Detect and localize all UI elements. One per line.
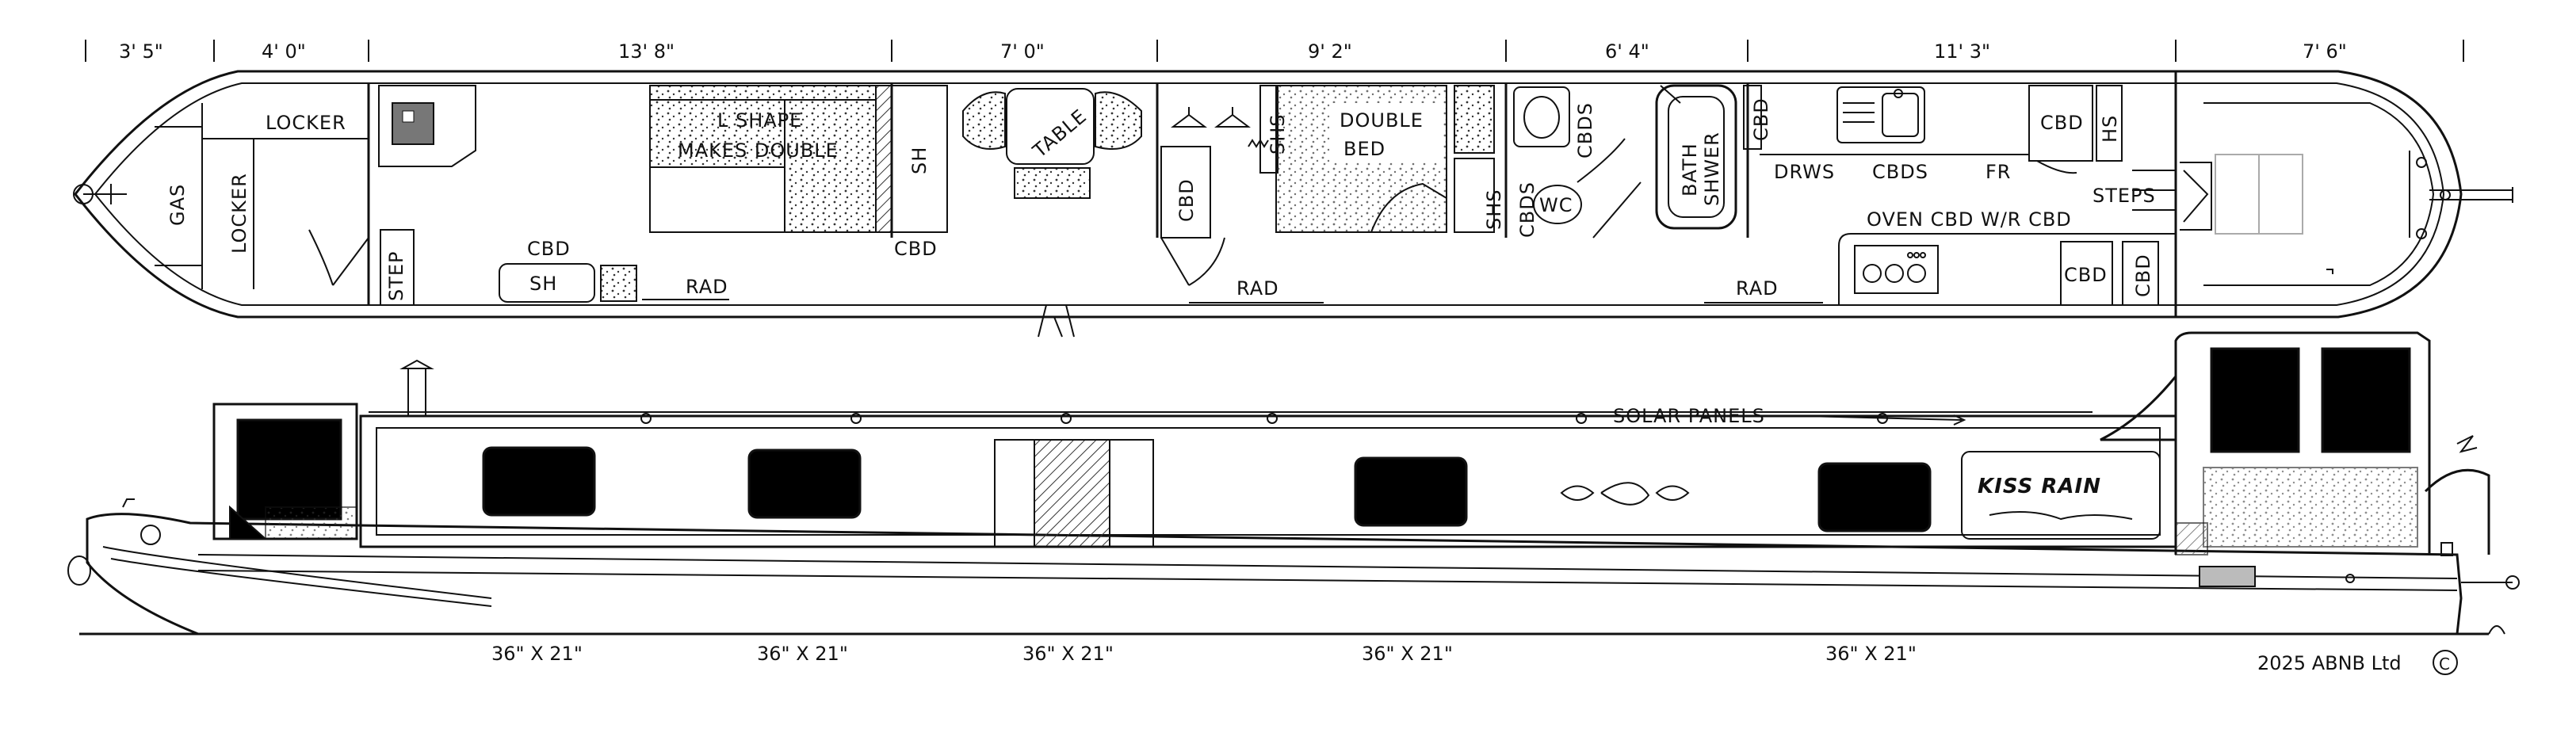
label-cbds-basin: CBDS (1574, 102, 1596, 158)
label-rad-mid: RAD (1236, 277, 1279, 300)
window-1 (482, 446, 596, 517)
window-size-1: 36" X 21" (491, 643, 583, 665)
label-rad-left: RAD (686, 276, 728, 298)
dim-segment-3: 13' 8" (618, 40, 675, 63)
label-hs: HS (2099, 115, 2121, 143)
dim-segment-2: 4' 0" (262, 40, 306, 63)
stove-icon (392, 102, 434, 145)
plan-hull-outline (74, 70, 2463, 319)
bow-fitting-icon (73, 184, 127, 204)
window-3 (1354, 456, 1468, 527)
label-l-shape-1: L SHAPE (717, 109, 802, 132)
label-cbd-left: CBD (527, 238, 571, 260)
side-elevation: KISS RAIN SOLAR PANELS (67, 331, 2520, 636)
label-cbd-galley-2: CBD (2064, 264, 2108, 286)
label-double-2: BED (1343, 138, 1385, 160)
rear-window-right (2321, 347, 2411, 453)
label-drws: DRWS (1774, 161, 1835, 183)
boat-name-panel (1961, 451, 2161, 540)
dim-segment-5: 9' 2" (1308, 40, 1352, 63)
label-step: STEP (385, 250, 407, 301)
label-cbd-mid: CBD (894, 238, 938, 260)
label-cbd-galley-1: CBD (2040, 112, 2084, 134)
window-size-4: 36" X 21" (1362, 643, 1453, 665)
copyright-text: 2025 ABNB Ltd (2257, 652, 2402, 674)
dim-segment-8: 7' 6" (2303, 40, 2347, 63)
label-locker-top: LOCKER (266, 112, 346, 134)
window-size-5: 36" X 21" (1825, 643, 1917, 665)
front-hatch-window (236, 418, 342, 521)
label-cbd-bath: CBD (1750, 97, 1772, 141)
window-4 (1817, 462, 1932, 533)
side-door-hatch (1034, 439, 1110, 548)
rear-cabin (2174, 331, 2431, 555)
label-oven-row: OVEN CBD W/R CBD (1867, 208, 2072, 231)
sink-icon (1836, 86, 1925, 143)
elevation-hull (86, 513, 2463, 636)
chimney (407, 368, 426, 417)
hanger-icons (1171, 107, 1251, 128)
label-locker-side: LOCKER (228, 173, 250, 254)
window-size-3: 36" X 21" (1022, 643, 1114, 665)
copyright-notice: 2025 ABNB Ltd C (2257, 650, 2458, 675)
label-bath-2: SHWER (1701, 132, 1723, 206)
label-sh-left: SH (529, 273, 557, 295)
decorative-scroll (1560, 482, 1690, 506)
dimension-row: 3' 5" 4' 0" 13' 8" 7' 0" 9' 2" 6' 4" 11'… (85, 40, 2464, 63)
label-double-1: DOUBLE (1340, 109, 1424, 132)
dim-segment-7: 11' 3" (1934, 40, 1990, 63)
floor-plan: GAS LOCKER LOCKER STEP CBD SH RAD L SHAP… (73, 70, 2513, 338)
label-wc: WC (1539, 194, 1573, 216)
label-table: TABLE (1028, 105, 1091, 162)
basin-icon (1523, 96, 1560, 139)
label-bath-1: BATH (1679, 143, 1701, 197)
copyright-symbol: C (2439, 655, 2450, 674)
label-fr: FR (1986, 161, 2011, 183)
label-cbd-galley-3: CBD (2132, 254, 2154, 297)
label-cbds-galley: CBDS (1872, 161, 1928, 183)
window-2 (747, 449, 862, 519)
label-rad-right: RAD (1736, 277, 1779, 300)
oven-icon (1854, 245, 1939, 294)
label-gas: GAS (166, 184, 189, 226)
rear-window-left (2210, 347, 2300, 453)
window-size-2: 36" X 21" (757, 643, 848, 665)
boat-name: KISS RAIN (1978, 475, 2101, 498)
dim-segment-6: 6' 4" (1605, 40, 1649, 63)
wc-icon (1533, 185, 1582, 224)
label-cbd-wardrobe: CBD (1175, 178, 1198, 222)
label-steps: STEPS (2093, 185, 2156, 207)
dim-segment-4: 7' 0" (1000, 40, 1045, 63)
solar-panels-label: SOLAR PANELS (1613, 405, 1765, 427)
window-sizes: 36" X 21" 36" X 21" 36" X 21" 36" X 21" … (491, 643, 1917, 665)
label-l-shape-2: MAKES DOUBLE (678, 139, 839, 162)
dim-segment-1: 3' 5" (119, 40, 163, 63)
label-shs-bath: SHS (1483, 189, 1505, 230)
label-sh-mid: SH (908, 147, 931, 174)
stern-vent (2199, 566, 2256, 587)
